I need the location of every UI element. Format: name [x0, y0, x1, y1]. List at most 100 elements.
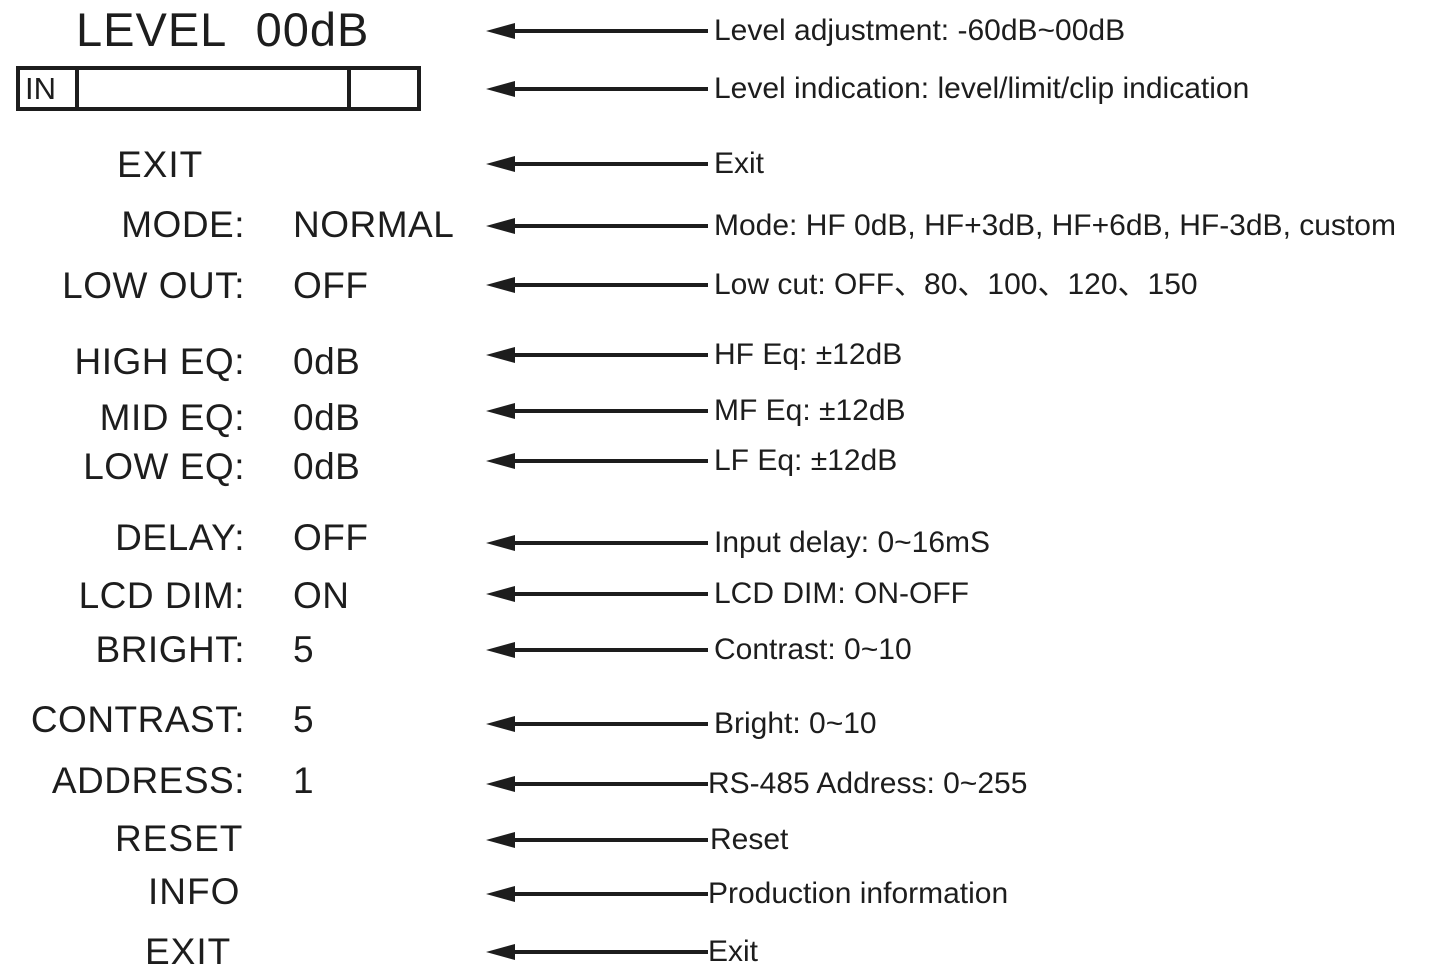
annotation-text: Low cut: OFF、80、100、120、150	[714, 268, 1198, 301]
menu-item-value: NORMAL	[293, 204, 455, 245]
menu-item-mid-eq: MID EQ: 0dB	[0, 398, 480, 438]
menu-item-value: 0dB	[293, 341, 361, 382]
menu-item-label: LOW OUT:	[62, 265, 245, 306]
menu-item-info: INFO	[148, 871, 241, 912]
menu-item-lcd-dim: LCD DIM: ON	[0, 576, 480, 616]
menu-item-value: 1	[293, 760, 315, 801]
menu-item-label: MID EQ:	[99, 397, 245, 438]
arrow-head	[486, 218, 515, 234]
annotation-text: Input delay: 0~16mS	[714, 526, 991, 559]
menu-item-label: DELAY:	[115, 517, 245, 558]
annotation-text: MF Eq: ±12dB	[714, 394, 906, 427]
meter-input-cell: IN	[20, 70, 79, 107]
menu-item-address: ADDRESS: 1	[0, 761, 480, 801]
arrow-line	[512, 459, 708, 463]
menu-item-mode: MODE: NORMAL	[0, 205, 480, 245]
arrow-line	[512, 838, 708, 842]
arrow-head	[486, 944, 515, 960]
menu-item-label: ADDRESS:	[51, 760, 245, 801]
menu-item-value: OFF	[293, 517, 369, 558]
annotation-text: Mode: HF 0dB, HF+3dB, HF+6dB, HF-3dB, cu…	[714, 209, 1396, 242]
arrow-head	[486, 23, 515, 39]
arrow-line	[512, 950, 708, 954]
annotation-text: Level indication: level/limit/clip indic…	[714, 72, 1250, 105]
arrow-head	[486, 535, 515, 551]
annotation-text: Bright: 0~10	[714, 707, 877, 740]
annotation-text: Level adjustment: -60dB~00dB	[714, 14, 1126, 47]
arrow-head	[486, 403, 515, 419]
arrow-head	[486, 886, 515, 902]
menu-item-value: ON	[293, 575, 350, 616]
menu-item-label: LCD DIM:	[78, 575, 245, 616]
menu-item-label: BRIGHT:	[95, 629, 245, 670]
menu-item-low-out: LOW OUT: OFF	[0, 266, 480, 306]
menu-item-label: HIGH EQ:	[74, 341, 245, 382]
menu-item-label: LOW EQ:	[83, 446, 245, 487]
left-arrow-icon	[486, 218, 708, 234]
left-arrow-icon	[486, 642, 708, 658]
left-arrow-icon	[486, 716, 708, 732]
left-arrow-icon	[486, 277, 708, 293]
arrow-head	[486, 832, 515, 848]
arrow-line	[512, 283, 708, 287]
arrow-head	[486, 642, 515, 658]
arrow-line	[512, 162, 708, 166]
menu-item-low-eq: LOW EQ: 0dB	[0, 447, 480, 487]
arrow-head	[486, 347, 515, 363]
menu-title-level: LEVEL 00dB	[76, 3, 370, 56]
arrow-line	[512, 722, 708, 726]
menu-item-delay: DELAY: OFF	[0, 518, 480, 558]
arrow-line	[512, 29, 708, 33]
menu-item-label: CONTRAST:	[30, 699, 245, 740]
menu-item-value: 5	[293, 629, 315, 670]
menu-item-exit-bottom: EXIT	[145, 931, 232, 972]
left-arrow-icon	[486, 347, 708, 363]
arrow-line	[512, 648, 708, 652]
meter-clip-cell	[351, 70, 417, 107]
arrow-head	[486, 453, 515, 469]
left-arrow-icon	[486, 944, 708, 960]
menu-item-bright: BRIGHT: 5	[0, 630, 480, 670]
annotation-text: LF Eq: ±12dB	[714, 444, 898, 477]
arrow-head	[486, 156, 515, 172]
arrow-head	[486, 586, 515, 602]
arrow-line	[512, 892, 708, 896]
left-arrow-icon	[486, 81, 708, 97]
arrow-head	[486, 776, 515, 792]
menu-item-label: MODE:	[121, 204, 245, 245]
annotation-text: Production information	[708, 877, 1009, 910]
left-arrow-icon	[486, 886, 708, 902]
menu-item-exit-top: EXIT	[117, 144, 204, 185]
arrow-line	[512, 409, 708, 413]
left-arrow-icon	[486, 453, 708, 469]
annotation-text: HF Eq: ±12dB	[714, 338, 903, 371]
arrow-head	[486, 716, 515, 732]
left-arrow-icon	[486, 776, 708, 792]
level-meter: IN	[16, 66, 421, 111]
arrow-line	[512, 782, 708, 786]
left-arrow-icon	[486, 832, 708, 848]
arrow-line	[512, 224, 708, 228]
left-arrow-icon	[486, 403, 708, 419]
arrow-head	[486, 81, 515, 97]
menu-item-contrast: CONTRAST: 5	[0, 700, 480, 740]
left-arrow-icon	[486, 156, 708, 172]
arrow-line	[512, 87, 708, 91]
annotation-text: Exit	[708, 935, 759, 968]
annotation-text: RS-485 Address: 0~255	[708, 767, 1028, 800]
arrow-line	[512, 592, 708, 596]
annotation-text: Reset	[710, 823, 789, 856]
left-arrow-icon	[486, 23, 708, 39]
left-arrow-icon	[486, 586, 708, 602]
annotation-text: Contrast: 0~10	[714, 633, 912, 666]
menu-item-value: 5	[293, 699, 315, 740]
arrow-head	[486, 277, 515, 293]
annotation-text: Exit	[714, 147, 765, 180]
meter-input-label: IN	[25, 70, 56, 106]
arrow-line	[512, 353, 708, 357]
annotation-text: LCD DIM: ON-OFF	[714, 577, 969, 610]
arrow-line	[512, 541, 708, 545]
menu-item-value: 0dB	[293, 446, 361, 487]
menu-item-high-eq: HIGH EQ: 0dB	[0, 342, 480, 382]
menu-item-value: OFF	[293, 265, 369, 306]
